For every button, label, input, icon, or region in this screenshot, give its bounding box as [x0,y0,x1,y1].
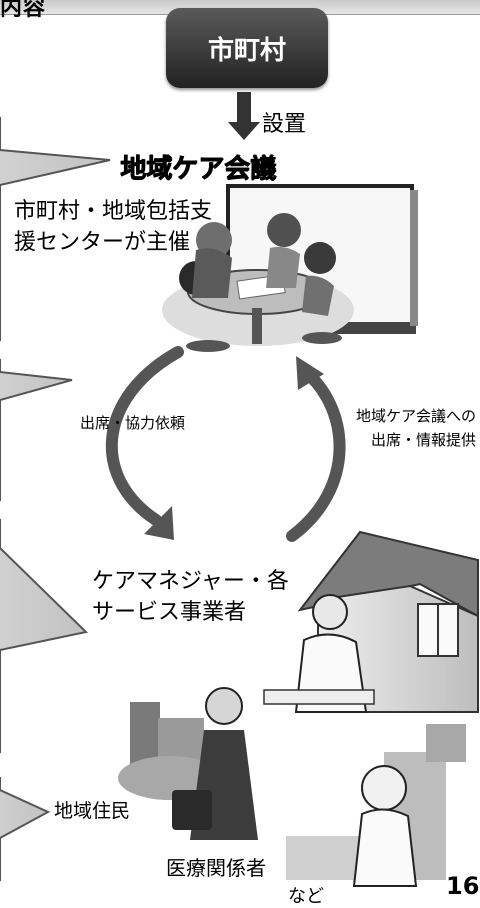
down-arrow-icon [228,92,260,140]
info-label-line-1: 地域ケア会議への [355,407,476,425]
page-number: 16 [446,872,480,900]
header-title: 内容 [0,0,47,21]
flow-arrows [105,346,346,542]
information-provision-label: 地域ケア会議への 出席・情報提供 [268,404,476,452]
medical-illustration [286,724,466,887]
info-label-line-2: 出席・情報提供 [370,431,476,449]
meeting-title: 地域ケア会議 [120,154,277,184]
residents-label: 地域住民 [54,800,131,822]
attendance-request-label: 出席・協力依頼 [80,414,186,432]
municipality-box: 市町村 [166,8,328,88]
meeting-host: 市町村・地域包括支援センターが主催 [14,199,213,255]
etc-label: など [288,886,324,907]
callout-bubbles [0,116,111,881]
medical-label: 医療関係者 [166,856,266,880]
municipality-label: 市町村 [207,35,286,66]
house-illustration [263,530,479,713]
resident-illustration [118,687,258,840]
care-managers-label: ケアマネジャー・各サービス事業者 [92,569,289,625]
meeting-illustration [162,184,418,352]
setup-label: 設置 [262,112,307,137]
